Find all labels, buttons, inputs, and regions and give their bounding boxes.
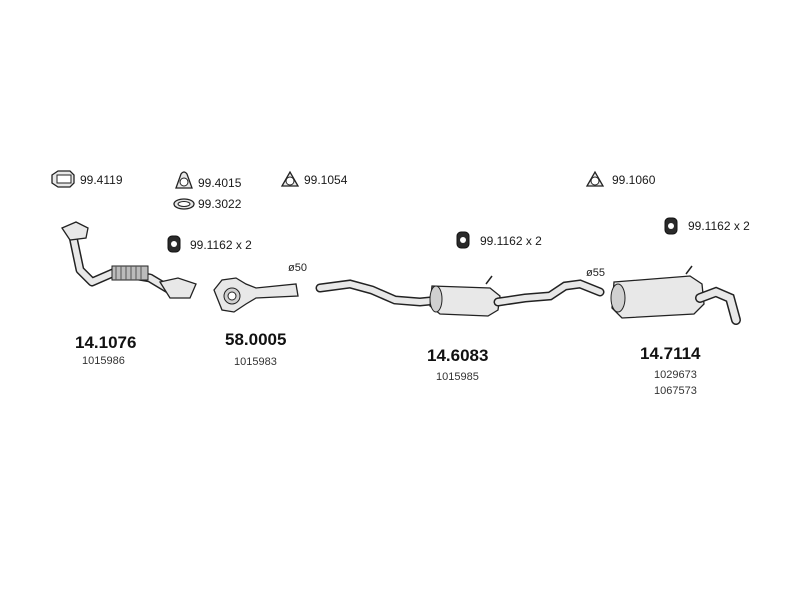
catalytic-converter [213, 277, 299, 313]
rubber-mount-icon [456, 231, 470, 249]
accessory-code: 99.1060 [612, 173, 656, 187]
accessory-code: 99.4119 [80, 173, 123, 187]
middle-silencer [315, 275, 605, 317]
part-number: 58.0005 [225, 330, 287, 349]
oem-number: 1015985 [436, 371, 479, 383]
accessory-code: 99.3022 [198, 197, 242, 211]
diameter-label: ø50 [288, 262, 307, 274]
oem-number: 1015986 [82, 355, 125, 367]
rubber-mount-icon [167, 235, 181, 253]
accessory-code: 99.4015 [198, 176, 242, 190]
oem-number: 1015983 [234, 356, 277, 368]
accessory-code: 99.1054 [304, 173, 348, 187]
clamp-icon [280, 170, 300, 187]
accessory-code: 99.1162 x 2 [688, 219, 750, 233]
seal-ring-icon [173, 198, 195, 210]
rubber-mount-icon [664, 217, 678, 235]
part-number: 14.1076 [75, 333, 137, 352]
ring-gasket-icon [175, 171, 193, 189]
front-pipe [61, 221, 197, 299]
clamp-icon [585, 170, 605, 187]
diameter-label: ø55 [586, 267, 605, 279]
oem-number: 1067573 [654, 385, 697, 397]
part-number: 14.6083 [427, 346, 489, 365]
oem-number: 1029673 [654, 369, 697, 381]
rear-silencer [610, 265, 741, 325]
part-number: 14.7114 [640, 344, 701, 363]
accessory-code: 99.1162 x 2 [190, 238, 252, 252]
gasket-icon [51, 170, 75, 188]
accessory-code: 99.1162 x 2 [480, 234, 542, 248]
